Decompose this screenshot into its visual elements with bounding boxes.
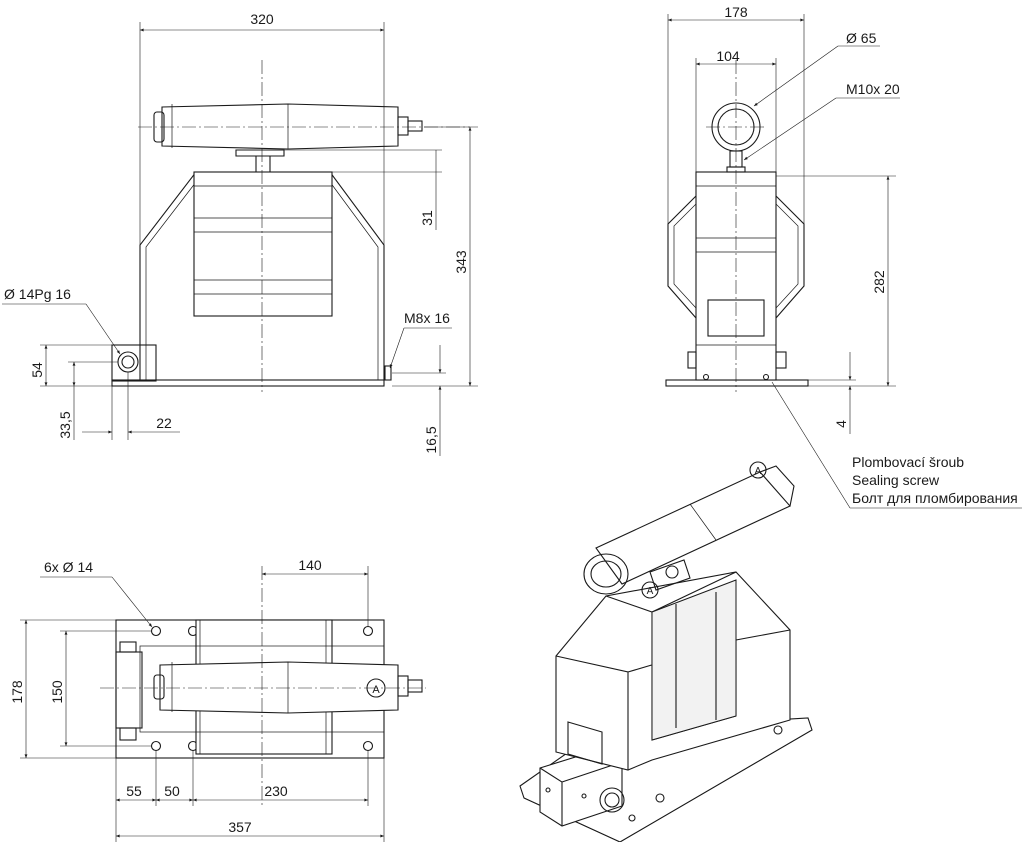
iso-head — [595, 471, 791, 585]
sealing-screw-cs: Plombovací šroub — [852, 454, 964, 470]
dim-side-height: 282 — [871, 270, 887, 294]
dim-top-50: 50 — [164, 783, 180, 799]
iso-mark-circle — [641, 581, 659, 599]
label-terminal: M8x 16 — [404, 310, 450, 326]
iso-head-mark: A — [755, 466, 762, 477]
top-view: A 6x Ø 14 140 178 150 55 50 230 — [9, 557, 426, 842]
iso-gland — [599, 787, 625, 813]
dim-top-357: 357 — [228, 819, 252, 835]
sealing-screw-ru: Болт для пломбирования — [852, 490, 1018, 506]
dim-top-140: 140 — [298, 557, 322, 573]
front-core-block — [193, 171, 333, 317]
side-arm-right — [775, 195, 805, 319]
dim-side-head-diameter: Ø 65 — [846, 30, 877, 46]
iso-mark: A — [647, 586, 654, 597]
dim-side-head-width: 104 — [716, 48, 740, 64]
front-head — [161, 103, 399, 150]
dim-front-terminal: 16,5 — [423, 426, 439, 453]
side-base-plate — [665, 379, 809, 387]
front-gland-block — [111, 344, 157, 382]
front-gland-circle — [117, 351, 139, 373]
dim-top-230: 230 — [264, 783, 288, 799]
sealing-screw-en: Sealing screw — [852, 472, 940, 488]
dim-front-bolt-lower: 33,5 — [57, 411, 73, 438]
side-view: 178 104 Ø 65 M10x 20 282 4 Plombovací šr… — [665, 4, 1022, 509]
iso-view: A A — [519, 461, 813, 842]
dim-top-55: 55 — [126, 783, 142, 799]
dim-top-150: 150 — [49, 680, 65, 704]
top-head-mark: A — [372, 684, 380, 696]
label-side-bolt: M10x 20 — [846, 81, 900, 97]
dim-side-base: 4 — [833, 420, 849, 428]
label-holes: 6x Ø 14 — [44, 559, 93, 575]
top-head — [159, 661, 399, 714]
iso-head-end — [583, 553, 629, 595]
dim-front-bolt-height: 54 — [29, 362, 45, 378]
front-base-plate — [111, 379, 385, 387]
dim-front-bolt-offset: 22 — [156, 415, 172, 431]
label-gland: Ø 14Pg 16 — [4, 286, 71, 302]
dim-front-height: 343 — [453, 250, 469, 274]
dim-front-width: 320 — [250, 11, 274, 27]
side-arm-left — [667, 195, 697, 319]
front-view: 320 343 31 54 33,5 22 16,5 — [2, 11, 478, 456]
dim-side-width: 178 — [724, 4, 748, 20]
iso-nameplate — [567, 721, 603, 765]
dim-top-178: 178 — [9, 680, 25, 704]
dim-front-top-gap: 31 — [419, 210, 435, 226]
